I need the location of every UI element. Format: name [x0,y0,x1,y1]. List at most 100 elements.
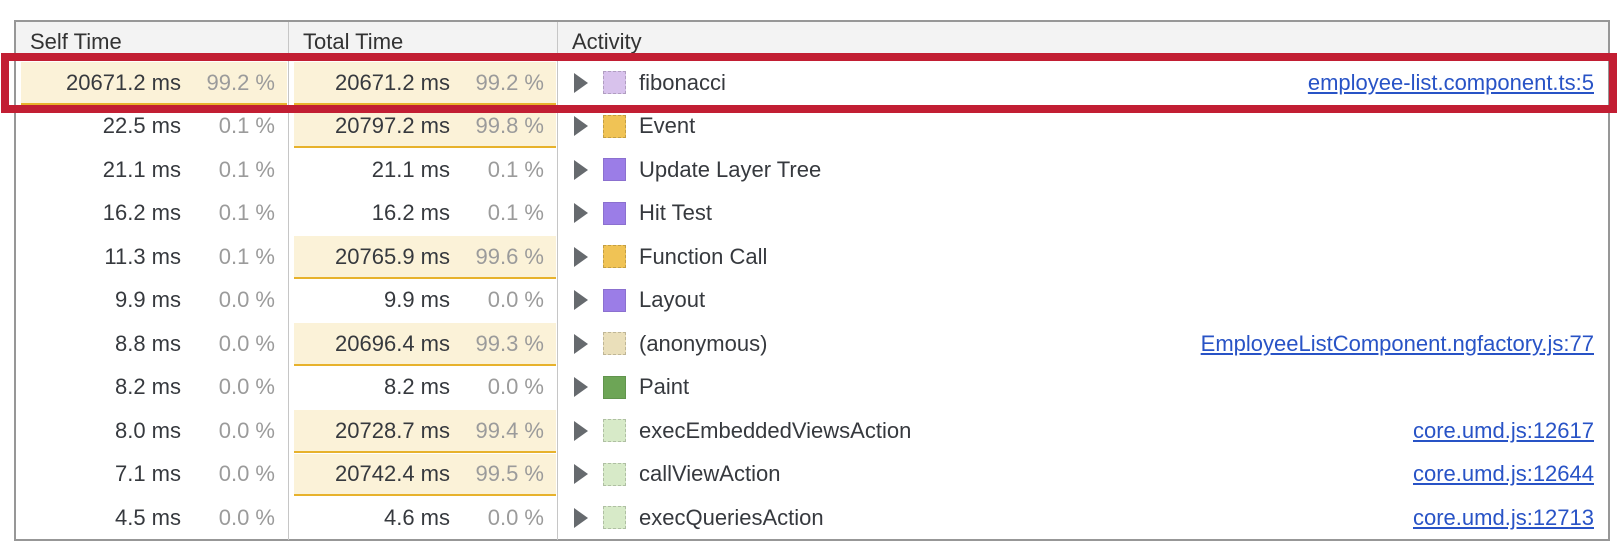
heat-highlight [294,62,556,105]
rendering-category-icon [603,201,626,225]
expand-arrow-icon[interactable] [574,116,588,137]
activity-label: callViewAction [639,461,781,487]
activity-label: Event [639,113,696,139]
self-time-percent: 0.0 % [218,504,275,530]
table-row[interactable]: 9.9 ms 0.0 % 9.9 ms 0.0 % Layout [16,278,1608,323]
expand-arrow-icon[interactable] [574,507,588,528]
activity-cell: Paint [558,366,1608,410]
self-time-percent: 0.1 % [218,200,275,226]
activity-cell: Update Layer Tree [558,148,1608,192]
source-link[interactable]: EmployeeListComponent.ngfactory.js:77 [1200,330,1594,356]
total-time-value: 20671.2 ms [335,69,450,95]
self-time-value: 4.5 ms [114,504,181,530]
self-time-percent: 0.1 % [218,113,275,139]
total-time-value: 20728.7 ms [335,417,450,443]
column-header-total-time[interactable]: Total Time [289,22,558,61]
activity-cell: execEmbeddedViewsAction core.umd.js:1261… [558,409,1608,453]
total-time-cell: 21.1 ms 0.1 % [289,148,558,192]
total-time-value: 16.2 ms [371,200,450,226]
total-time-value: 20765.9 ms [335,243,450,269]
self-time-value: 22.5 ms [102,113,181,139]
expand-arrow-icon[interactable] [574,290,588,311]
column-header-activity[interactable]: Activity [572,29,642,54]
total-time-percent: 99.4 % [475,417,545,443]
table-row[interactable]: 7.1 ms 0.0 % 20742.4 ms 99.5 % callViewA… [16,452,1608,496]
heat-highlight [294,236,556,279]
table-header: Self Time Total Time Activity [16,22,1608,61]
total-time-cell: 20696.4 ms 99.3 % [289,322,558,366]
total-time-cell: 20671.2 ms 99.2 % [289,61,558,105]
total-time-value: 8.2 ms [383,374,450,400]
total-time-percent: 99.5 % [475,461,545,487]
expand-arrow-icon[interactable] [574,159,588,180]
self-time-percent: 99.2 % [206,69,276,95]
heat-highlight [294,323,556,366]
total-time-value: 20696.4 ms [335,330,450,356]
activity-cell: execQueriesAction core.umd.js:12713 [558,496,1608,540]
total-time-percent: 99.8 % [475,113,545,139]
js-function-icon [603,419,626,443]
total-time-percent: 99.3 % [475,330,545,356]
activity-cell: Hit Test [558,192,1608,236]
column-header-self-time[interactable]: Self Time [16,22,289,61]
self-time-value: 9.9 ms [114,287,181,313]
activity-cell: Function Call [558,235,1608,279]
table-row[interactable]: 20671.2 ms 99.2 % 20671.2 ms 99.2 % fibo… [16,61,1608,105]
total-time-value: 9.9 ms [383,287,450,313]
source-link[interactable]: core.umd.js:12713 [1413,504,1594,530]
table-row[interactable]: 16.2 ms 0.1 % 16.2 ms 0.1 % Hit Test [16,191,1608,236]
table-row[interactable]: 11.3 ms 0.1 % 20765.9 ms 99.6 % Function… [16,235,1608,279]
self-time-value: 8.8 ms [114,330,181,356]
source-link[interactable]: core.umd.js:12644 [1413,461,1594,487]
activity-label: Update Layer Tree [639,156,822,182]
js-function-icon [603,506,626,530]
heat-highlight [294,453,556,496]
table-row[interactable]: 8.0 ms 0.0 % 20728.7 ms 99.4 % execEmbed… [16,409,1608,453]
activity-label: Hit Test [639,200,712,226]
js-function-icon [603,71,626,95]
table-row[interactable]: 21.1 ms 0.1 % 21.1 ms 0.1 % Update Layer… [16,148,1608,192]
rendering-category-icon [603,288,626,312]
source-link[interactable]: employee-list.component.ts:5 [1307,69,1594,95]
self-time-percent: 0.0 % [218,417,275,443]
table-row[interactable]: 4.5 ms 0.0 % 4.6 ms 0.0 % execQueriesAct… [16,496,1608,540]
total-time-percent: 99.6 % [475,243,545,269]
self-time-cell: 21.1 ms 0.1 % [16,148,289,192]
source-link[interactable]: core.umd.js:12617 [1413,417,1594,443]
total-time-cell: 8.2 ms 0.0 % [289,365,558,409]
activity-label: Layout [639,287,706,313]
expand-arrow-icon[interactable] [574,246,588,267]
table-row[interactable]: 8.8 ms 0.0 % 20696.4 ms 99.3 % (anonymou… [16,322,1608,366]
table-row[interactable]: 8.2 ms 0.0 % 8.2 ms 0.0 % Paint [16,365,1608,410]
total-time-value: 4.6 ms [383,504,450,530]
self-time-percent: 0.1 % [218,243,275,269]
self-time-cell: 7.1 ms 0.0 % [16,452,289,496]
total-time-value: 20742.4 ms [335,461,450,487]
expand-arrow-icon[interactable] [574,333,588,354]
total-time-cell: 20742.4 ms 99.5 % [289,452,558,496]
table-row[interactable]: 22.5 ms 0.1 % 20797.2 ms 99.8 % Event [16,104,1608,149]
self-time-cell: 8.8 ms 0.0 % [16,322,289,366]
expand-arrow-icon[interactable] [574,203,588,224]
expand-arrow-icon[interactable] [574,72,588,93]
activity-label: fibonacci [639,69,726,95]
activity-label: execEmbeddedViewsAction [639,417,912,443]
self-time-cell: 4.5 ms 0.0 % [16,496,289,540]
self-time-percent: 0.0 % [218,461,275,487]
self-time-value: 8.0 ms [114,417,181,443]
activity-cell: (anonymous) EmployeeListComponent.ngfact… [558,322,1608,366]
expand-arrow-icon[interactable] [574,377,588,398]
self-time-percent: 0.0 % [218,287,275,313]
activity-label: execQueriesAction [639,504,824,530]
total-time-cell: 16.2 ms 0.1 % [289,191,558,235]
rendering-category-icon [603,158,626,182]
total-time-cell: 4.6 ms 0.0 % [289,496,558,540]
activity-cell: Event [558,105,1608,149]
total-time-percent: 0.0 % [487,287,544,313]
anonymous-function-icon [603,332,626,356]
activity-cell: Layout [558,279,1608,323]
expand-arrow-icon[interactable] [574,420,588,441]
expand-arrow-icon[interactable] [574,464,588,485]
self-time-value: 8.2 ms [114,374,181,400]
total-time-percent: 0.0 % [487,374,544,400]
